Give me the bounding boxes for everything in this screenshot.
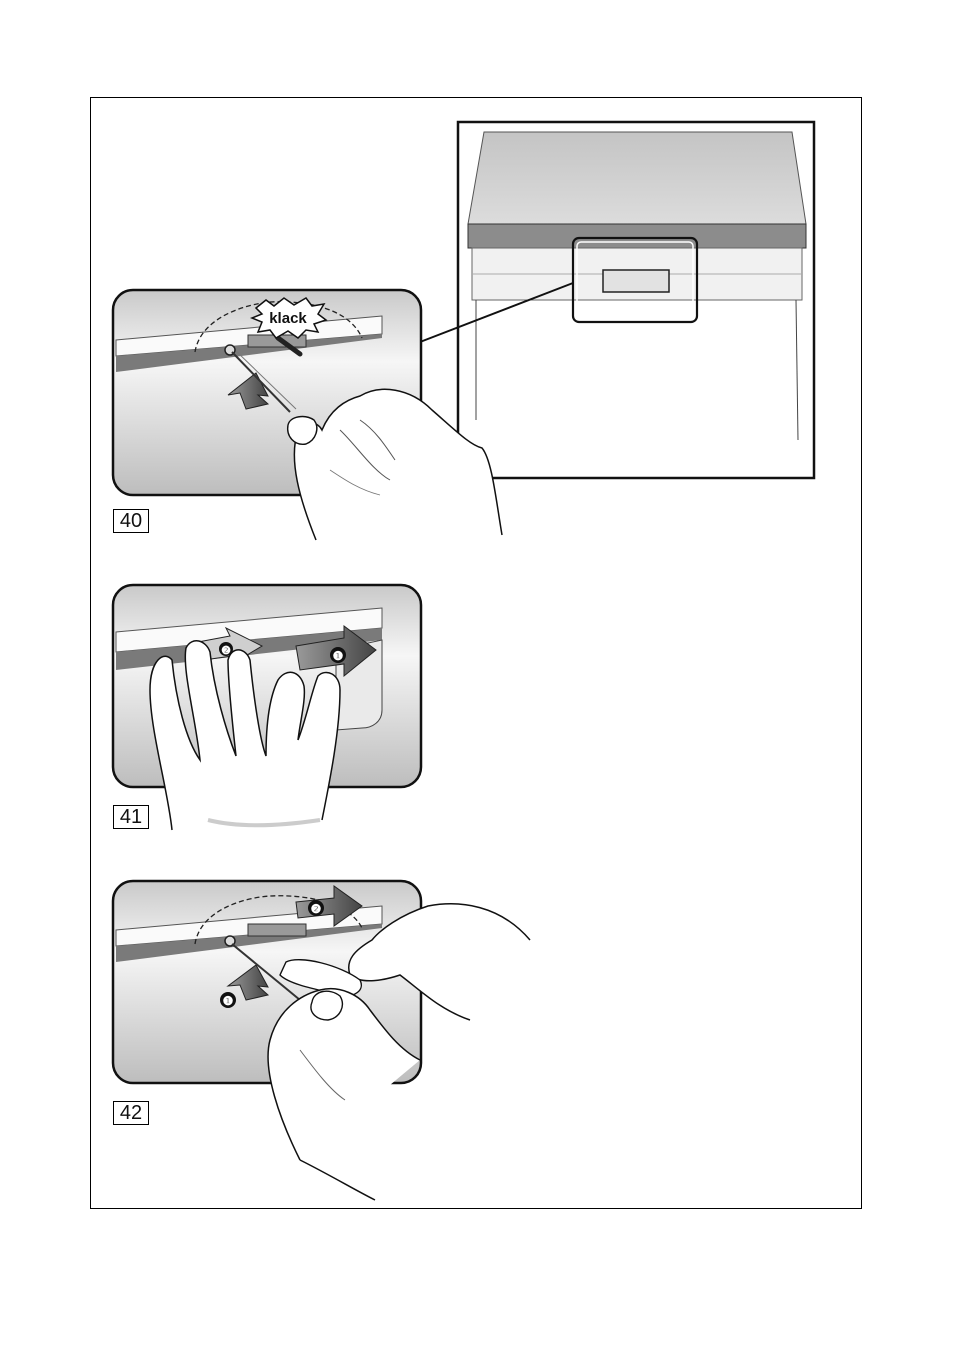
- figure-41-illustration: [113, 585, 421, 830]
- step-2-marker: ❷: [221, 645, 231, 657]
- appliance-overview: [420, 122, 814, 478]
- step-2-marker: ❷: [311, 902, 322, 916]
- klack-callout: klack: [269, 310, 307, 327]
- figure-number-42: 42: [113, 1101, 149, 1125]
- figure-number-41: 41: [113, 805, 149, 829]
- step-1-marker: ❶: [223, 994, 234, 1008]
- figure-40-illustration: [113, 290, 502, 540]
- figure-42-illustration: [113, 881, 530, 1200]
- step-1-marker: ❶: [333, 649, 344, 663]
- figure-number-40: 40: [113, 509, 149, 533]
